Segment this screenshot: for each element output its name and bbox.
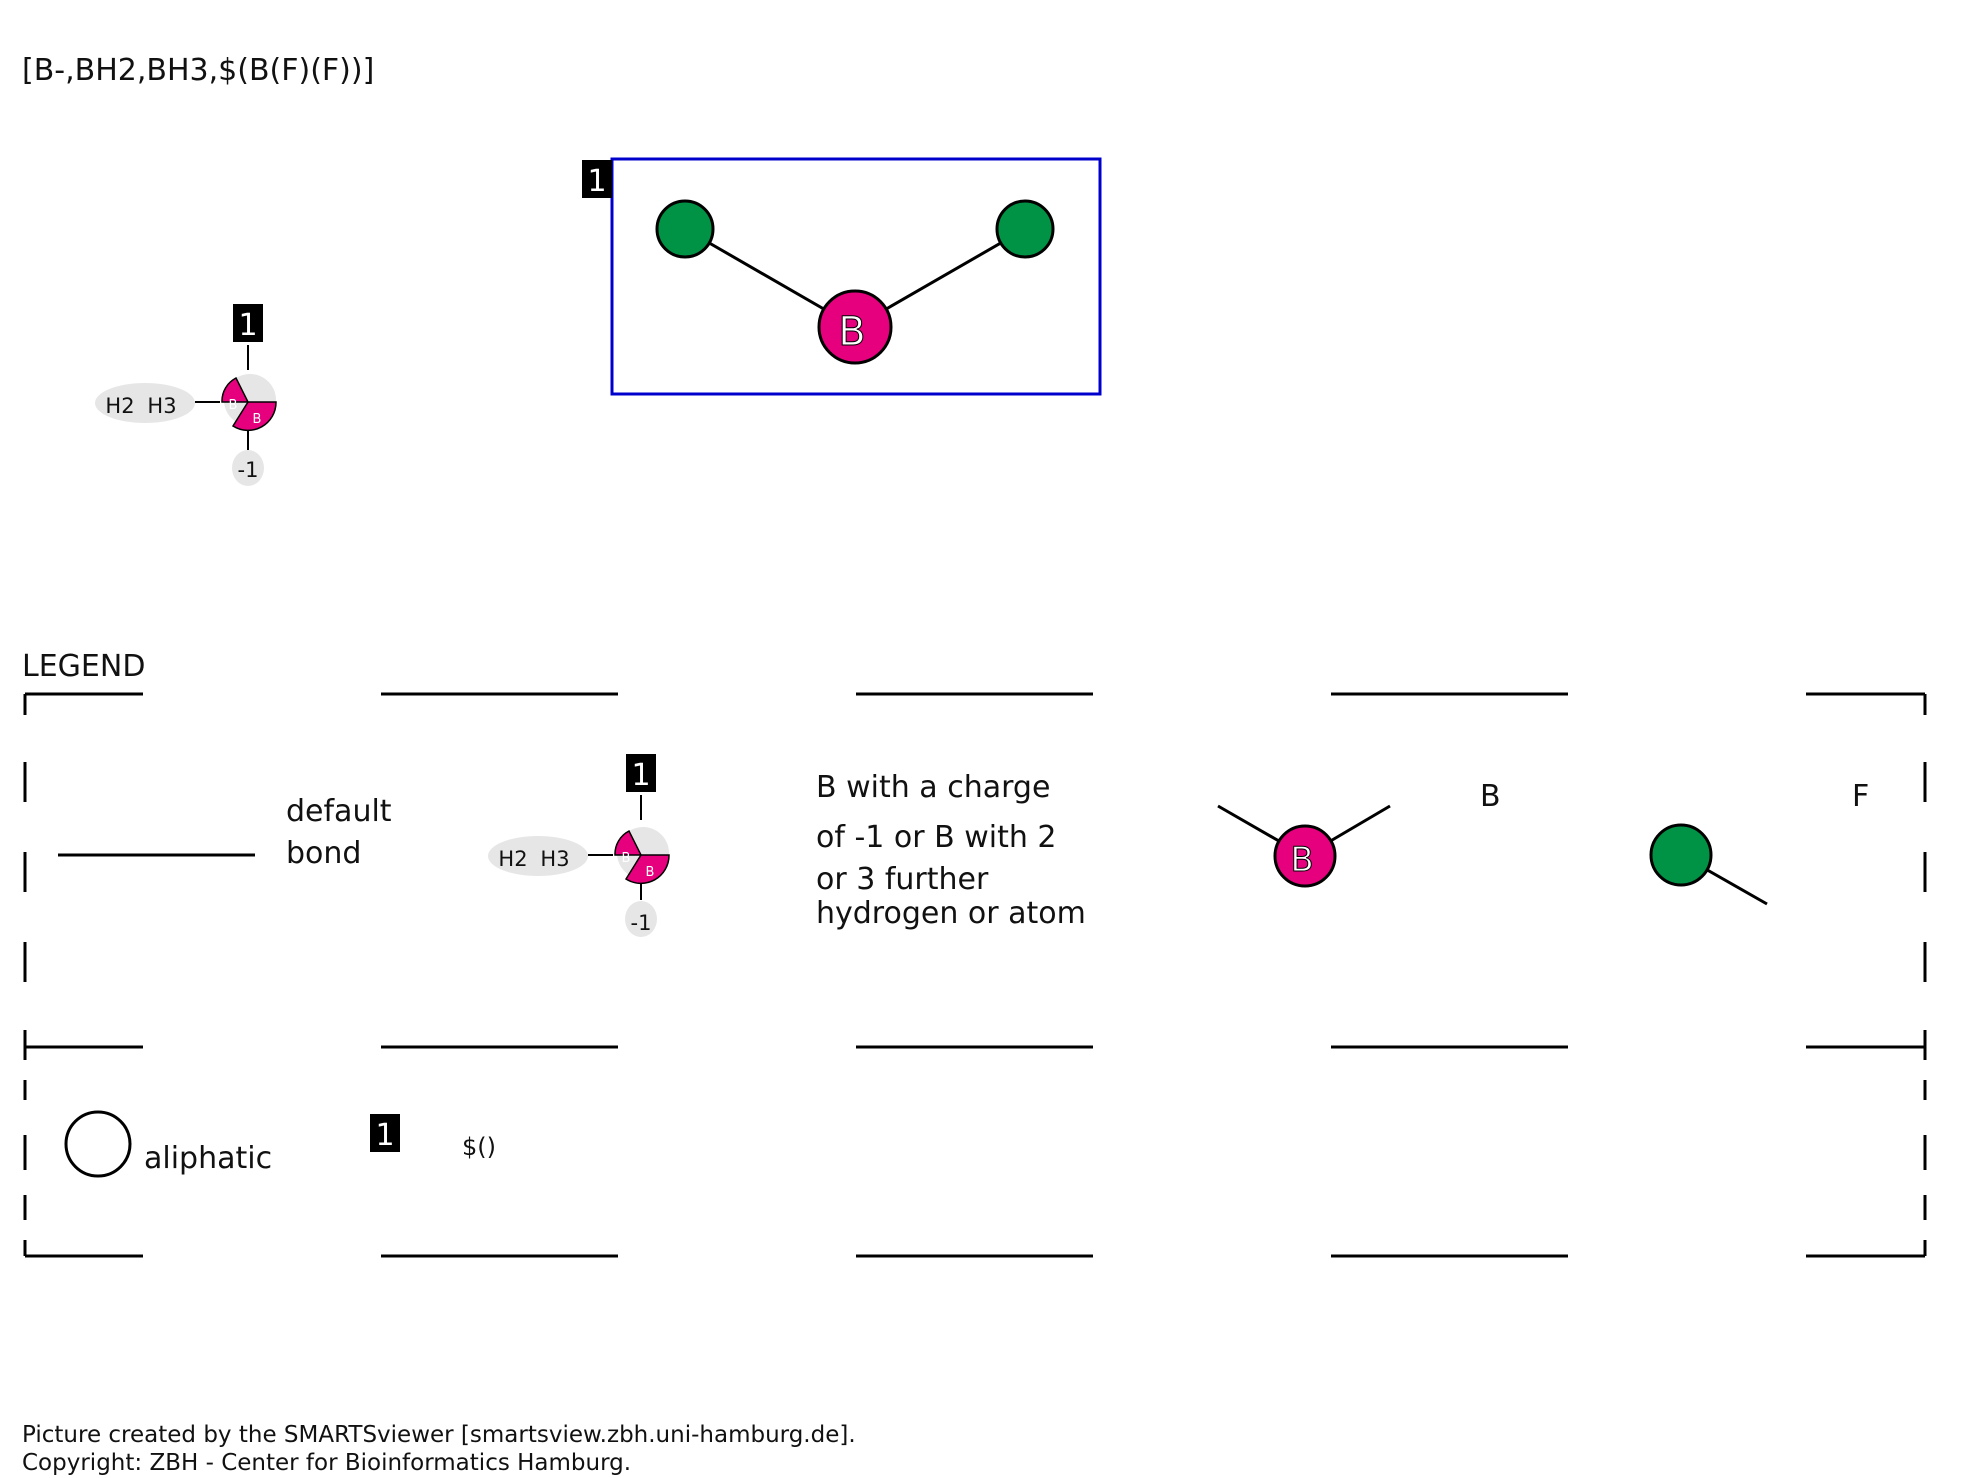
legend-query-atom-glyph: -1 1 H2 H3 B B (488, 754, 670, 937)
badge-square (233, 304, 263, 342)
hydrogen-bubble (95, 383, 195, 423)
charge-label: -1 (238, 458, 259, 482)
boron-pie-2 (231, 401, 277, 432)
recursive-group: 1 B (582, 157, 1102, 396)
group-badge-square (582, 160, 612, 198)
legend-boron-label: B (1480, 779, 1501, 814)
badge-number: 1 (238, 308, 257, 343)
legend-boron-atom: B (1217, 804, 1391, 888)
group-badge-number: 1 (587, 164, 606, 199)
query-atom-glyph: -1 1 H2 H3 B B (95, 304, 277, 486)
hydrogen-label-h2: H2 (105, 394, 134, 418)
hydrogen-label-h3: H3 (147, 394, 176, 418)
pie-label-1: B (229, 398, 238, 413)
smarts-string: [B-,BH2,BH3,$(B(F)(F))] (22, 53, 374, 88)
legend-grid (23, 692, 1927, 1258)
legend-recursive-label: $() (462, 1133, 496, 1161)
legend-default-bond-label-2: bond (286, 836, 361, 871)
legend-hydrogen-h2: H2 (498, 847, 527, 871)
legend-query-desc-2: of -1 or B with 2 (816, 820, 1057, 855)
footer-line-1: Picture created by the SMARTSviewer [sma… (22, 1422, 856, 1448)
legend-default-bond-label-1: default (286, 794, 392, 829)
legend-badge-number: 1 (631, 758, 650, 793)
group-box (610, 157, 1102, 396)
legend-query-desc-4: hydrogen or atom (816, 896, 1086, 931)
legend-hydrogen-h3: H3 (540, 847, 569, 871)
legend-title: LEGEND (22, 649, 145, 684)
legend-recursive-badge-number: 1 (375, 1118, 394, 1153)
legend-query-desc-1: B with a charge (816, 770, 1050, 805)
legend-aliphatic-label: aliphatic (144, 1141, 272, 1176)
fluorine-atom-left (655, 199, 715, 259)
boron-atom-label: B (838, 309, 865, 355)
legend-aliphatic-circle (64, 1110, 132, 1178)
boron-pie-1 (221, 376, 250, 403)
charge-bubble (232, 450, 264, 486)
legend-pie-label-1: B (622, 851, 631, 866)
footer-line-2: Copyright: ZBH - Center for Bioinformati… (22, 1450, 631, 1476)
legend-fluorine-atom (1649, 823, 1768, 906)
boron-atom (817, 289, 893, 365)
legend-boron-atom-symbol: B (1290, 840, 1313, 880)
legend-fluorine-label: F (1852, 779, 1869, 814)
legend-recursive-badge-square (370, 1114, 400, 1152)
fluorine-atom-right (995, 199, 1055, 259)
legend-pie-label-2: B (646, 865, 655, 880)
legend-charge-label: -1 (631, 911, 652, 935)
pie-label-2: B (253, 412, 262, 427)
legend-query-desc-3: or 3 further (816, 862, 989, 897)
